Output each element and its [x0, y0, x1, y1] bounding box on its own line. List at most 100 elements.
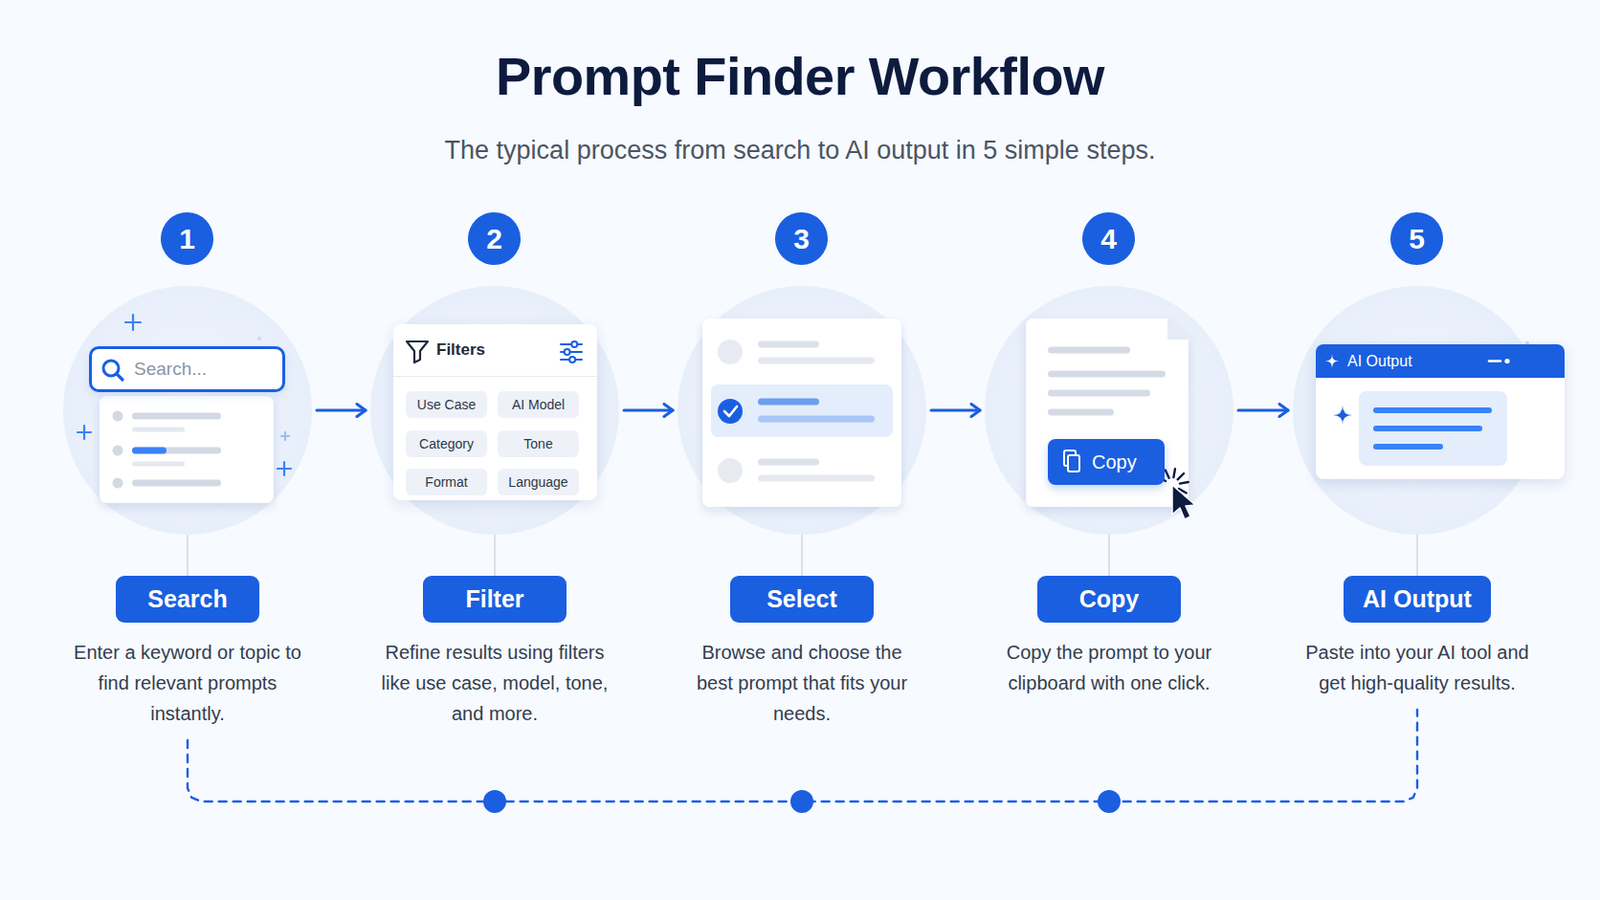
step-label-pill: Search [115, 576, 260, 623]
check-mark [724, 406, 737, 417]
step-label: Select [766, 585, 838, 613]
document-fold [1167, 318, 1189, 340]
filter-chip: Tone [497, 430, 579, 458]
search-box: Search... [88, 346, 286, 393]
step-disc [63, 286, 312, 535]
workflow-step: 2FilterRefine results using filters like… [369, 212, 621, 735]
workflow-step: 1SearchEnter a keyword or topic to find … [62, 212, 313, 735]
text-line [132, 447, 222, 455]
button-text: Copy [1047, 439, 1165, 486]
step-number-badge: 4 [1082, 212, 1135, 266]
panel-title: Filters [393, 324, 598, 377]
flow-arrow [623, 409, 673, 413]
sparkle-star [1325, 355, 1339, 369]
filter-chip: Format [405, 468, 488, 496]
workflow-step: 4CopyCopy the prompt to your clipboard w… [983, 212, 1235, 705]
step-label: Filter [465, 585, 524, 613]
text-line [757, 475, 875, 483]
output-card [1358, 391, 1508, 467]
window-header: AI Output [1315, 344, 1565, 378]
filter-chip: Language [497, 468, 579, 496]
result-dot [112, 445, 124, 457]
chip-text: Category [415, 430, 478, 458]
sparkle [125, 314, 141, 331]
click-spark [1165, 470, 1170, 479]
text-line [132, 447, 167, 455]
window-control [1504, 358, 1510, 364]
text-line [1373, 444, 1444, 450]
step-disc [677, 286, 927, 535]
sparkle [277, 462, 291, 476]
step-description: Copy the prompt to your clipboard with o… [974, 637, 1245, 699]
step-number-badge: 2 [467, 212, 521, 266]
result-dot [112, 411, 124, 423]
step-illustration [984, 286, 1234, 535]
document-card [1025, 318, 1189, 508]
step-number-badge: 1 [160, 212, 214, 266]
click-spark [1179, 482, 1189, 485]
timeline-dot [483, 790, 507, 814]
step-description: Refine results using filters like use ca… [359, 637, 630, 730]
check-circle [717, 399, 743, 424]
text-line [132, 427, 185, 433]
stem-line [186, 534, 189, 577]
text-line [1047, 390, 1151, 398]
window-title: AI Output [1315, 344, 1565, 378]
step-number: 2 [486, 222, 503, 255]
step-description: Enter a keyword or topic to find relevan… [52, 637, 323, 730]
text-line [757, 399, 820, 406]
step-illustration [677, 286, 927, 535]
label-row: Search [43, 576, 333, 623]
copy-button: Copy [1047, 439, 1165, 486]
flow-arrow [931, 409, 980, 413]
filter-chip: Category [405, 430, 488, 458]
text-line [132, 413, 222, 421]
description-text: Refine results using filters like use ca… [379, 637, 610, 730]
sparkle [281, 432, 289, 441]
copy-icon-front [1067, 455, 1080, 472]
results-card [99, 396, 274, 504]
sparkle [77, 425, 91, 440]
step-disc [984, 286, 1234, 535]
description-text: Paste into your AI tool and get high-qua… [1302, 637, 1533, 699]
step-description: Paste into your AI tool and get high-qua… [1282, 637, 1553, 699]
timeline-dot [790, 790, 814, 814]
step-label: Copy [1079, 585, 1140, 613]
description-text: Enter a keyword or topic to find relevan… [72, 637, 303, 730]
step-number: 5 [1408, 222, 1425, 255]
text-line [757, 416, 875, 423]
step-number-badge: 5 [1390, 212, 1444, 266]
filters-panel: FiltersUse Case AI ModelCategory ToneForma… [393, 324, 598, 501]
result-dot [112, 478, 124, 489]
text-line [1047, 371, 1166, 378]
sparkle-star [1333, 405, 1353, 425]
chip-text: Use Case [415, 391, 478, 419]
step-label-pill: Copy [1037, 576, 1181, 623]
text-line [132, 480, 222, 488]
label-row: Copy [964, 576, 1254, 623]
subtitle: The typical process from search to AI ou… [0, 134, 1600, 166]
text-line [1047, 409, 1114, 417]
step-label: AI Output [1362, 585, 1472, 613]
mouse-cursor [1172, 485, 1196, 520]
filter-chip: AI Model [497, 391, 579, 419]
panel-header: Filters [393, 324, 598, 378]
title: Prompt Finder Workflow [0, 38, 1600, 115]
step-label-pill: Filter [422, 576, 567, 623]
list-card [702, 318, 902, 508]
chip-text: Tone [507, 430, 570, 458]
text-line [1047, 347, 1131, 355]
workflow-step: 5 AI OutputPaste into your AI tool and ge… [1291, 212, 1543, 705]
step-number-badge: 3 [775, 212, 828, 266]
label-row: AI Output [1272, 576, 1562, 623]
step-number: 1 [178, 222, 196, 255]
timeline-dot [1097, 790, 1121, 814]
description-text: Copy the prompt to your clipboard with o… [994, 637, 1224, 699]
step-number: 4 [1100, 222, 1117, 255]
click-spark [1173, 468, 1176, 478]
text-line [132, 462, 185, 467]
stem-line [493, 534, 496, 577]
slider-knob [571, 341, 578, 348]
